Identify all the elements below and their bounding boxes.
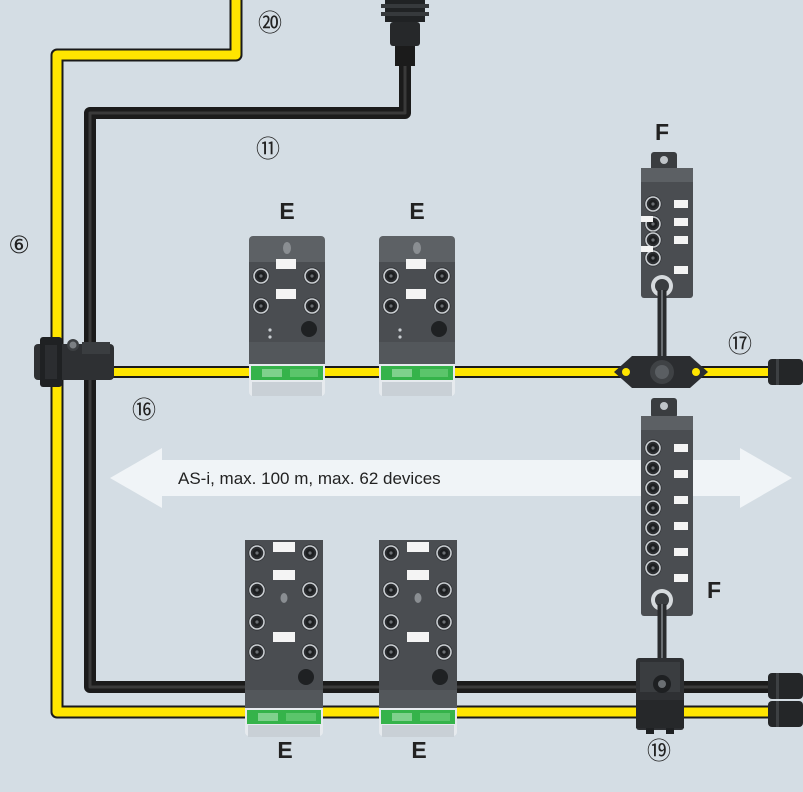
callout-19: ⑲ — [647, 737, 671, 765]
callout-11: ⑪ — [256, 135, 280, 163]
e-module-top-2 — [379, 236, 455, 396]
callout-6: ⑥ — [8, 231, 30, 259]
black-cable-connector-top — [381, 0, 429, 66]
callout-20: ⑳ — [258, 9, 282, 37]
label-e-bottom-2: E — [411, 737, 426, 763]
f-module-bottom — [641, 398, 693, 616]
flat-cable-coupler-17 — [614, 356, 708, 388]
end-cap-black-bottom — [768, 673, 803, 699]
label-e-top-2: E — [409, 198, 424, 224]
black-cable-highlight — [88, 40, 790, 689]
end-cap-yellow-top — [768, 359, 803, 385]
label-e-top-1: E — [279, 198, 294, 224]
callout-16: ⑯ — [132, 396, 156, 424]
as-i-range-arrow — [110, 448, 792, 508]
e-module-top-1 — [249, 236, 325, 396]
as-i-range-label: AS-i, max. 100 m, max. 62 devices — [178, 469, 441, 488]
flat-cable-distributor-left — [34, 337, 114, 387]
label-f-bottom: F — [707, 577, 721, 603]
e-module-bottom-2 — [379, 540, 457, 737]
e-module-bottom-1 — [245, 540, 323, 737]
flat-cable-distributor-19 — [636, 658, 684, 734]
f-module-top — [641, 152, 693, 298]
label-e-bottom-1: E — [277, 737, 292, 763]
callout-17: ⑰ — [728, 330, 752, 358]
end-cap-yellow-bottom — [768, 701, 803, 727]
label-f-top: F — [655, 119, 669, 145]
